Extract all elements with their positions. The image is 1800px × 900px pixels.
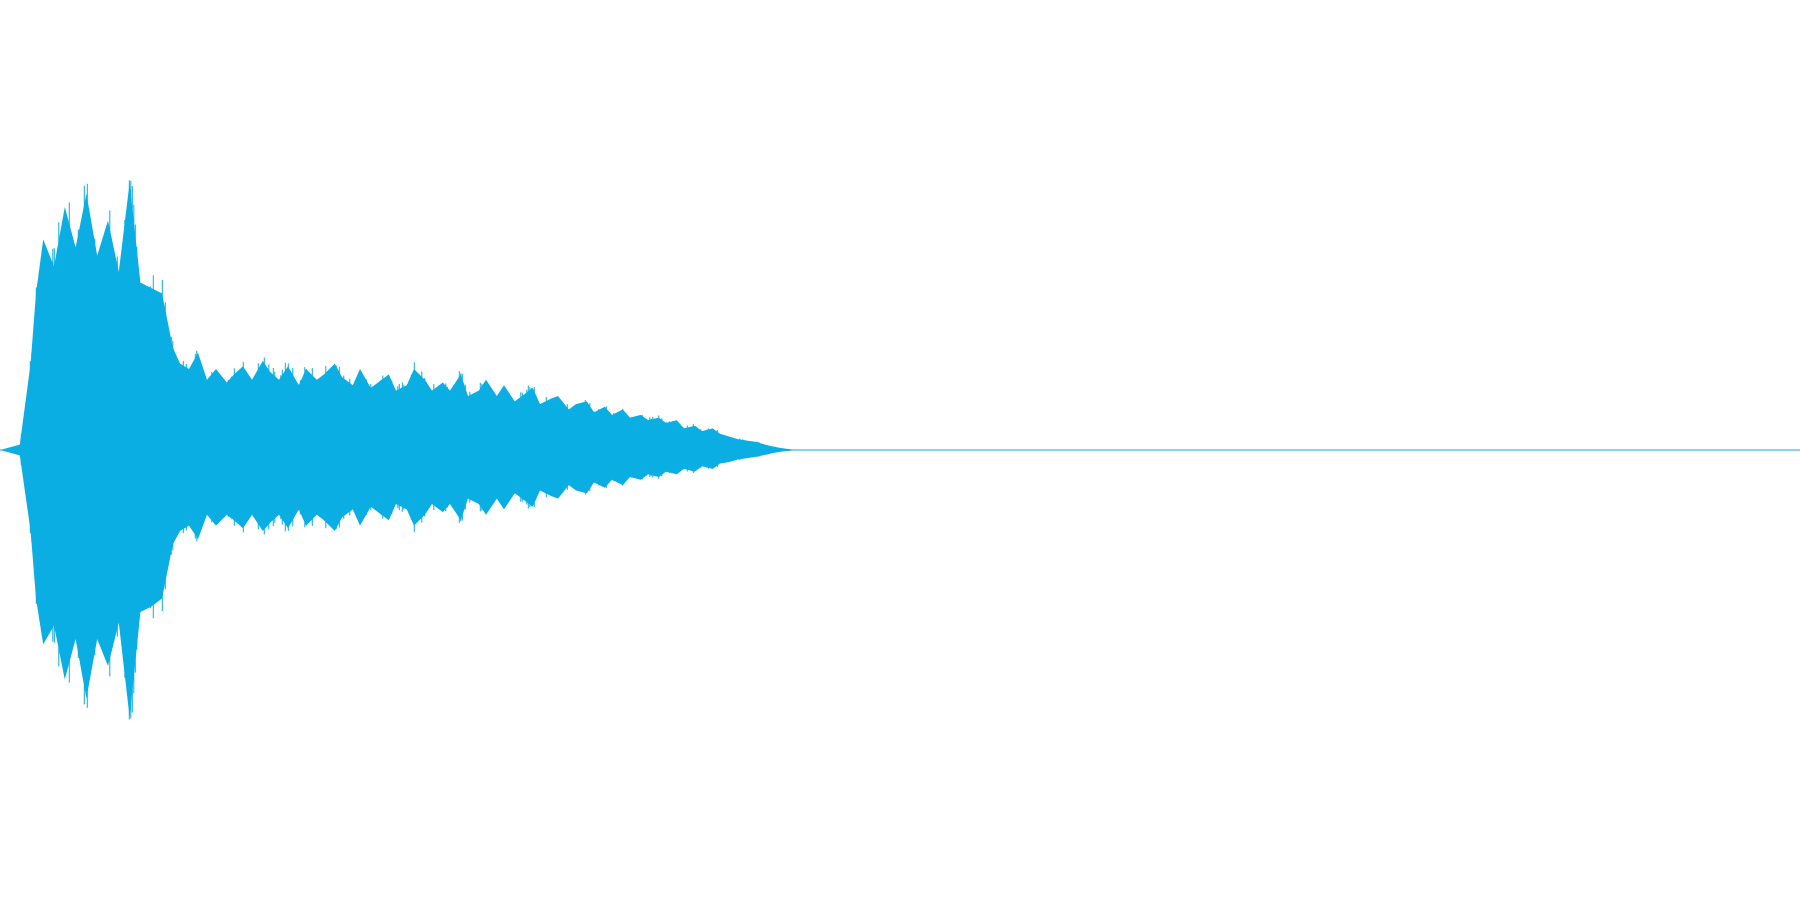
waveform-envelope — [0, 182, 1800, 718]
